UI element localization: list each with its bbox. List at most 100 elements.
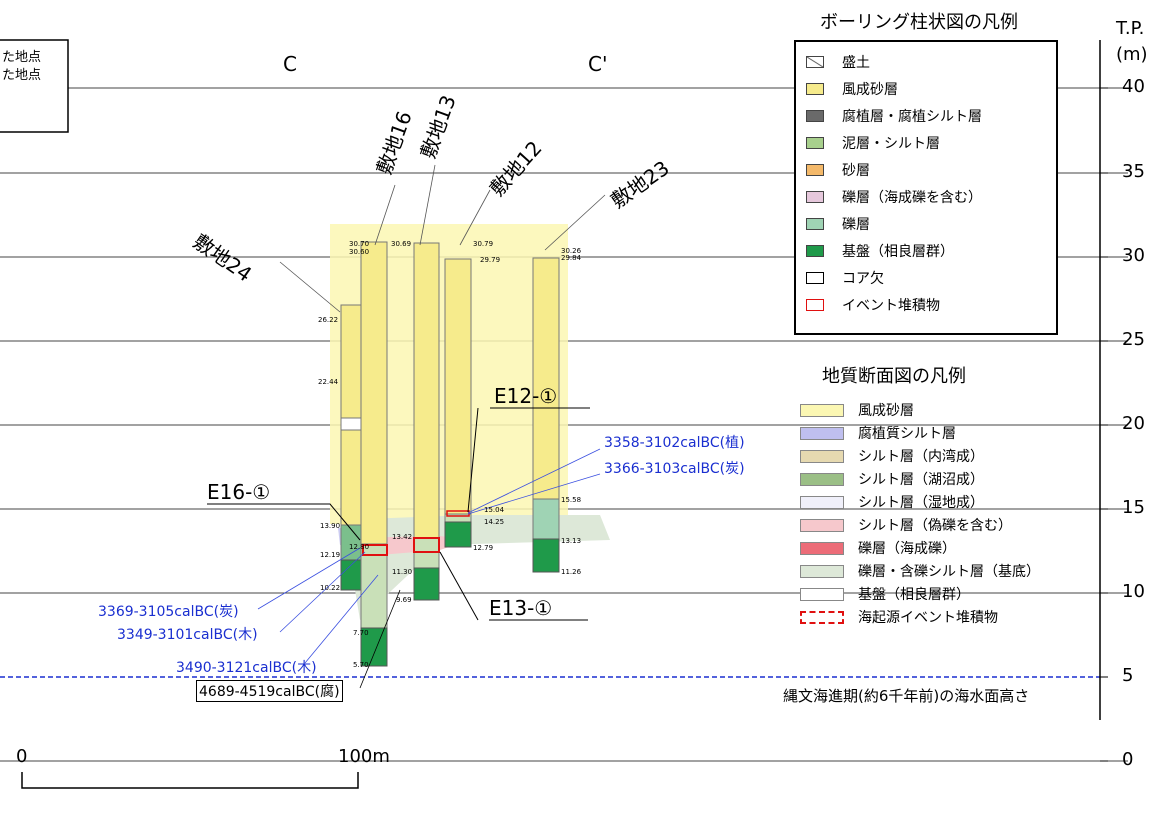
elevation-label: 26.22 [318,316,339,324]
elevation-label: 10.22 [320,584,341,592]
legend-item-label: 礫層・含礫シルト層（基底） [858,564,1040,580]
corner-box [0,39,69,133]
legend-item: 礫層（海成礫を含む） [796,187,982,207]
axis-tick-label: 35 [1122,161,1145,182]
legend-item: 砂層 [796,160,870,180]
event-label-e12: E12-① [494,384,558,408]
legend-item-label: 腐植質シルト層 [858,426,956,442]
legend-item: 礫層 [796,214,870,234]
elevation-label: 30.26 [561,247,582,255]
legend-item-label: 礫層（海成礫） [858,541,956,557]
scale-end-label: 100m [338,746,390,767]
legend-item-label: 風成砂層 [842,82,898,98]
legend-item-label: シルト層（湖沼成） [858,472,984,488]
geology-legend-title: 地質断面図の凡例 [822,366,966,387]
legend-item: コア欠 [796,268,884,288]
elevation-label: 12.80 [349,543,370,551]
legend-item-label: シルト層（湿地成） [858,495,984,511]
axis-tick-label: 10 [1122,581,1145,602]
axis-ticks [1100,87,1108,762]
legend-item-label: 風成砂層 [858,403,914,419]
legend-item: 基盤（相良層群） [800,584,970,604]
legend-item: 基盤（相良層群） [796,241,954,261]
legend-item-label: 礫層（海成礫を含む） [842,190,982,206]
corner-box-line2: た地点 [2,68,42,83]
legend-item-label: 腐植層・腐植シルト層 [842,109,982,125]
legend-item: 風成砂層 [796,79,898,99]
axis-tick-label: 30 [1122,245,1145,266]
axis-tick-label: 5 [1122,665,1134,686]
boring-legend-title: ボーリング柱状図の凡例 [820,12,1018,33]
section-label-right: C' [588,52,608,76]
legend-item: 海起源イベント堆積物 [800,607,998,627]
legend-item: 風成砂層 [800,400,914,420]
legend-item-label: イベント堆積物 [842,298,940,314]
legend-item: 礫層・含礫シルト層（基底） [800,561,1040,581]
axis-tick-label: 25 [1122,329,1145,350]
event-box-e13 [413,537,440,553]
elevation-label: 29.79 [480,256,501,264]
elevation-label: 30.60 [349,248,370,256]
marine-gravel-swatch [800,541,844,555]
elevation-label: 29.84 [561,254,582,262]
legend-item: イベント堆積物 [796,295,940,315]
elevation-label: 22.44 [318,378,339,386]
elevation-label: 14.25 [484,518,505,526]
event-box-e16 [362,544,388,556]
elevation-label: 9.69 [396,596,412,604]
axis-tick-label: 40 [1122,76,1145,97]
elevation-label: 7.70 [353,629,369,637]
legend-item: シルト層（湖沼成） [800,469,984,489]
bedrock-swatch [806,245,824,257]
date-leader-lines [257,448,601,664]
legend-item-label: 泥層・シルト層 [842,136,940,152]
elevation-label: 12.19 [320,551,341,559]
elevation-label: 5.70 [353,661,369,669]
legend-item-label: シルト層（偽礫を含む） [858,518,1012,534]
gravel-swatch [806,218,824,230]
corner-box-line1: た地点 [2,50,42,65]
legend-item: 腐植層・腐植シルト層 [796,106,982,126]
date-label: 3369-3105calBC(炭) [98,604,239,620]
bay-silt-swatch [800,449,844,463]
marine-gravel-swatch [806,191,824,203]
mud-swatch [806,137,824,149]
sea-level-label: 縄文海進期(約6千年前)の海水面高さ [783,687,1030,705]
date-label: 3349-3101calBC(木) [117,627,258,643]
legend-item-label: 基盤（相良層群） [842,244,954,260]
scale-start-label: 0 [16,746,28,767]
wetland-silt-swatch [800,495,844,509]
aeolian-sand-swatch [806,83,824,95]
legend-item: 盛土 [796,52,870,72]
event-label-e16: E16-① [207,480,271,504]
section-label-left: C [283,52,297,76]
sand-swatch [806,164,824,176]
elevation-label: 13.42 [392,533,413,541]
pseudo-gravel-silt-swatch [800,518,844,532]
event-deposit-swatch [800,610,844,624]
elevation-label: 12.79 [473,544,494,552]
axis-tick-label: 20 [1122,413,1145,434]
axis-tick-label: 0 [1122,749,1134,770]
event-deposit-swatch [806,299,824,311]
scale-bar [21,772,359,789]
elevation-label: 30.70 [349,240,370,248]
date-label: 4689-4519calBC(腐) [196,680,343,702]
legend-item: シルト層（湿地成） [800,492,984,512]
elevation-label: 11.26 [561,568,582,576]
legend-item: 礫層（海成礫） [800,538,956,558]
legend-item: シルト層（偽礫を含む） [800,515,1012,535]
fill-swatch [806,56,824,68]
humic-silt-swatch [800,426,844,440]
legend-item-label: シルト層（内湾成） [858,449,984,465]
legend-item-label: 基盤（相良層群） [858,587,970,603]
legend-item-label: 砂層 [842,163,870,179]
elevation-label: 13.90 [320,522,341,530]
event-leader-lines [207,407,590,621]
date-label: 3358-3102calBC(植) [604,435,745,451]
date-label: 3366-3103calBC(炭) [604,461,745,477]
legend-item-label: コア欠 [842,271,884,287]
boring-columns [340,241,560,667]
legend-item: 泥層・シルト層 [796,133,940,153]
